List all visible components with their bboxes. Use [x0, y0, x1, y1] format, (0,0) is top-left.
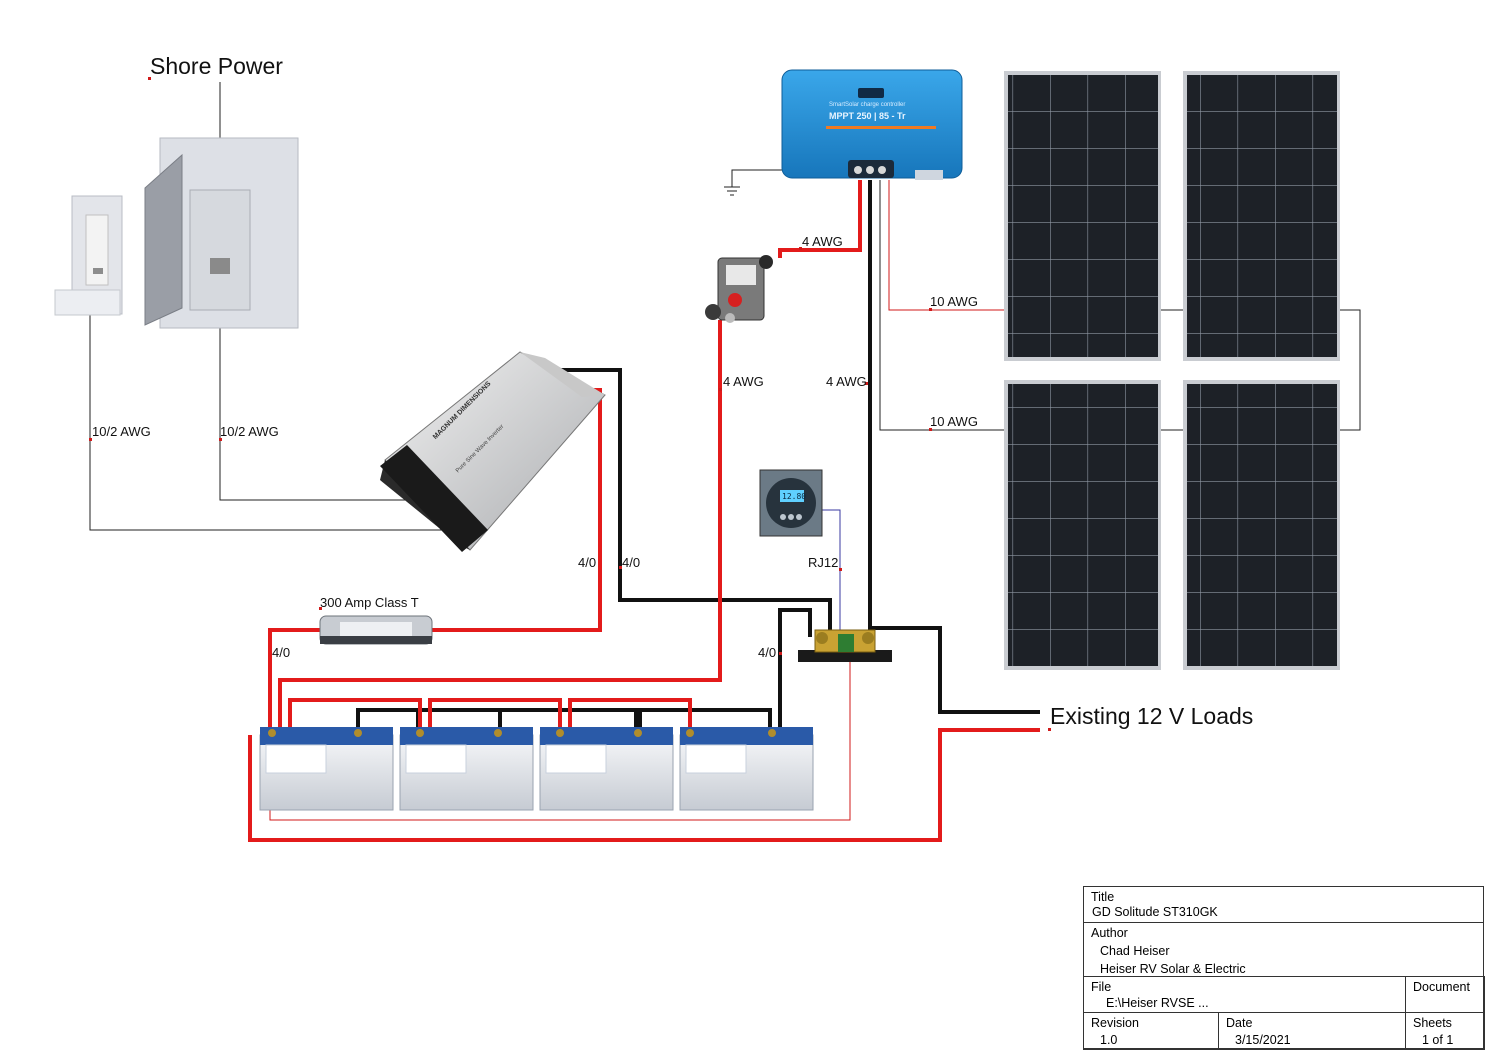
monitor-reading: 12.80: [782, 492, 807, 501]
battery-4: [679, 727, 814, 811]
ground-symbol: [724, 169, 787, 196]
wire-label-10-2-awg-a: 10/2 AWG: [92, 424, 151, 439]
inverter: [380, 351, 606, 552]
title-value: GD Solitude ST310GK: [1092, 905, 1218, 919]
wire-label-4-0-a: 4/0: [578, 555, 597, 570]
solar-panel-3: [1004, 380, 1161, 670]
wire-label-4-awg-mid: 4 AWG: [826, 374, 867, 389]
controller-model-label: MPPT 250 | 85 - Tr: [829, 111, 906, 121]
monitor-rj12-cable: [820, 509, 841, 652]
document-heading: Document: [1413, 980, 1470, 994]
wire-label-4-0-b: 4/0: [622, 555, 641, 570]
revision-cell: Revision 1.0: [1083, 1012, 1219, 1050]
wire-label-4-awg-top: 4 AWG: [802, 234, 843, 249]
mppt-charge-controller: [781, 69, 963, 180]
date-cell: Date 3/15/2021: [1218, 1012, 1406, 1050]
battery-shunt: [798, 629, 892, 662]
battery-positive-cable: [248, 180, 1040, 842]
wire-label-rj12: RJ12: [808, 555, 839, 570]
author-company: Heiser RV Solar & Electric: [1100, 962, 1246, 976]
author-heading: Author: [1091, 926, 1128, 940]
title-block: Title GD Solitude ST310GK Author Chad He…: [1083, 886, 1485, 1050]
file-heading: File: [1091, 980, 1112, 994]
wire-label-4-0-c: 4/0: [272, 645, 291, 660]
pv-positive-wire: [888, 180, 1020, 311]
battery-1: [259, 727, 394, 811]
solar-panel-1: [1004, 71, 1161, 361]
document-cell: Document: [1405, 976, 1485, 1013]
controller-brand-label: SmartSolar charge controller: [829, 102, 906, 108]
solar-panel-4: [1183, 380, 1340, 670]
file-cell: File E:\Heiser RVSE ...: [1083, 976, 1406, 1013]
revision-value: 1.0: [1100, 1033, 1118, 1047]
shore-power-label: Shore Power: [150, 53, 283, 79]
wire-label-4-awg-left: 4 AWG: [723, 374, 764, 389]
sheets-cell: Sheets 1 of 1: [1405, 1012, 1485, 1050]
wire-label-10-2-awg-b: 10/2 AWG: [220, 424, 279, 439]
sheets-value: 1 of 1: [1422, 1033, 1454, 1047]
file-value: E:\Heiser RVSE ...: [1106, 996, 1209, 1010]
label-markers: [89, 77, 1051, 731]
revision-heading: Revision: [1091, 1016, 1139, 1030]
wire-label-4-0-d: 4/0: [758, 645, 777, 660]
author-name: Chad Heiser: [1100, 944, 1170, 958]
author-cell: Author Chad Heiser Heiser RV Solar & Ele…: [1083, 922, 1484, 977]
sheets-heading: Sheets: [1413, 1016, 1452, 1030]
battery-monitor: [759, 469, 823, 537]
pv-negative-wire: [879, 180, 1361, 431]
title-cell: Title GD Solitude ST310GK: [1083, 886, 1484, 923]
solar-panel-2: [1183, 71, 1340, 361]
shore-power-breaker-panel: [144, 137, 299, 329]
wire-label-10-awg-a: 10 AWG: [930, 294, 978, 309]
existing-loads-label: Existing 12 V Loads: [1050, 703, 1254, 729]
class-t-fuse: [319, 615, 433, 645]
wire-label-10-awg-b: 10 AWG: [930, 414, 978, 429]
battery-3: [539, 727, 674, 811]
shore-power-outlet-box: [54, 195, 123, 316]
date-value: 3/15/2021: [1235, 1033, 1291, 1047]
date-heading: Date: [1226, 1016, 1253, 1030]
circuit-breaker: [705, 255, 773, 323]
ac-wire-1: [89, 310, 455, 531]
title-heading: Title: [1091, 890, 1115, 904]
fuse-label: 300 Amp Class T: [320, 595, 419, 610]
battery-2: [399, 727, 534, 811]
